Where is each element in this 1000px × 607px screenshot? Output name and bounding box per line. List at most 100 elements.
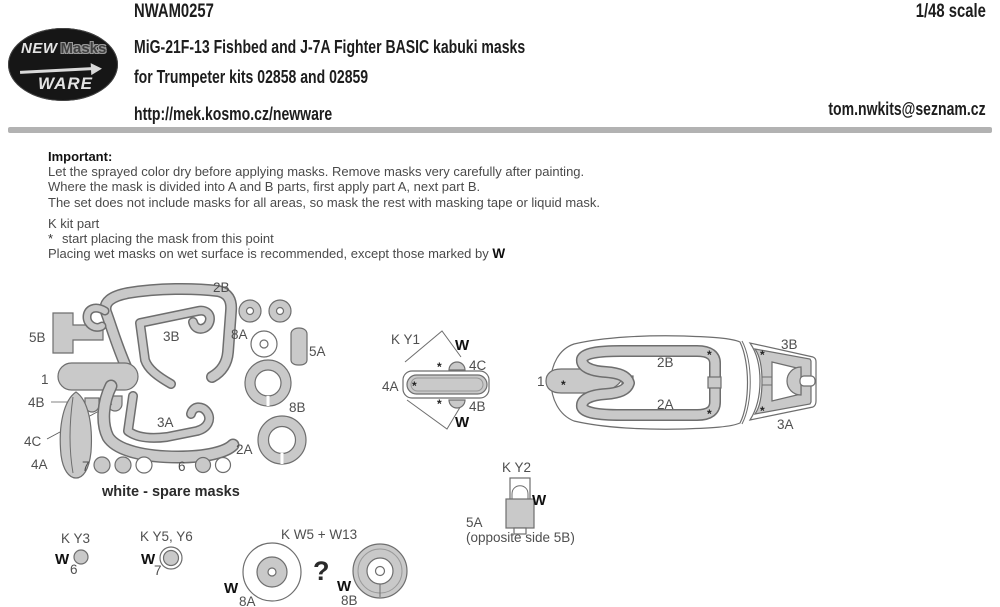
start-point-asterisk: *: [437, 360, 442, 374]
asterisk-symbol: *: [48, 231, 54, 247]
ky5-y6-diagram: K Y5, Y6 W 7: [140, 529, 193, 578]
instruction-line: Where the mask is divided into A and B p…: [48, 179, 481, 195]
ky1-title: K Y1: [391, 332, 420, 347]
instruction-line-text: start placing the mask from this point: [62, 231, 274, 247]
spare-masks-caption: white - spare masks: [101, 484, 240, 500]
mask-1-shape: [57, 362, 139, 391]
mask-7-dot: [93, 456, 111, 474]
label-7: 7: [82, 459, 90, 474]
instructions-block: Important: Let the sprayed color dry bef…: [48, 149, 708, 261]
label-4c: 4C: [24, 434, 42, 449]
wet-symbol: W: [337, 578, 352, 595]
windscreen-outline: [404, 330, 462, 363]
wet-symbol: W: [455, 337, 470, 354]
label-2a: 2A: [236, 442, 253, 457]
label-5b: 5B: [29, 330, 46, 345]
label-4b: 4B: [469, 399, 486, 414]
ky2-diagram: K Y2 W 5A (opposite side 5B): [466, 460, 575, 545]
instruction-line: Let the sprayed color dry before applyin…: [48, 164, 585, 180]
mask-6-placed: [73, 549, 89, 565]
wet-symbol: W: [455, 414, 470, 431]
ky3-title: K Y3: [61, 531, 90, 546]
website-url: http://mek.kosmo.cz/newware: [134, 104, 333, 124]
logo-word-ware: WARE: [38, 74, 93, 93]
label-1: 1: [41, 372, 49, 387]
label-8b: 8B: [341, 593, 358, 607]
label-4c: 4C: [469, 358, 487, 373]
label-1: 1: [537, 374, 545, 389]
title-line-2: for Trumpeter kits 02858 and 02859: [134, 67, 369, 87]
label-7: 7: [154, 563, 162, 578]
label-3a: 3A: [777, 417, 794, 432]
label-3b: 3B: [781, 337, 798, 352]
instructions-heading: Important:: [48, 149, 113, 164]
mask-5a-placed: [505, 498, 535, 529]
product-code: NWAM0257: [134, 1, 214, 22]
wet-mask-symbol: W: [492, 246, 506, 262]
canopy-outline: [550, 335, 749, 430]
contact-email: tom.nwkits@seznam.cz: [828, 99, 986, 119]
mask-4a-placed: [406, 374, 488, 395]
divider: [8, 127, 992, 133]
label-4a: 4A: [382, 379, 399, 394]
wet-symbol: W: [224, 580, 239, 597]
start-point-asterisk: *: [760, 348, 765, 362]
label-3b: 3B: [163, 329, 180, 344]
start-point-asterisk: *: [760, 404, 765, 418]
ky2-title: K Y2: [502, 460, 531, 475]
wet-symbol: W: [55, 551, 70, 568]
instruction-line: K kit part: [48, 215, 100, 231]
wet-symbol: W: [141, 551, 156, 568]
spare-6-dot: [214, 456, 232, 474]
label-8b: 8B: [289, 400, 306, 415]
mask-5b-shape: [52, 312, 104, 354]
label-8a: 8A: [239, 594, 256, 607]
label-5a: 5A: [466, 515, 483, 530]
label-2b: 2B: [213, 280, 230, 295]
logo-word-masks: Masks: [60, 40, 107, 57]
label-3a: 3A: [157, 415, 174, 430]
instruction-line: The set does not include masks for all a…: [48, 194, 601, 210]
label-4a: 4A: [31, 457, 48, 472]
start-point-asterisk: *: [412, 379, 417, 393]
label-4b: 4B: [28, 395, 45, 410]
label-2b: 2B: [657, 355, 674, 370]
start-point-asterisk: *: [561, 378, 566, 392]
mask-5a-shape: [290, 327, 308, 366]
mask-4b-placed: [448, 399, 466, 409]
mask-7-dot: [114, 456, 132, 474]
instruction-line: Placing wet masks on wet surface is reco…: [48, 246, 708, 261]
mask-4a-shape: [59, 391, 93, 479]
label-2a: 2A: [657, 397, 674, 412]
opposite-side-note: (opposite side 5B): [466, 530, 575, 545]
question-mark: ?: [313, 556, 330, 586]
label-6: 6: [70, 562, 78, 577]
mask-6-dot: [194, 456, 212, 474]
instruction-line: * start placing the mask from this point: [48, 231, 708, 246]
scale-label: 1/48 scale: [915, 1, 986, 22]
canopy-top-view-diagram: 1 2B 2A 3B 3A * * * * *: [537, 335, 817, 432]
ky3-diagram: K Y3 W 6: [55, 531, 90, 577]
label-5a: 5A: [309, 344, 326, 359]
wheels-diagram: K W5 + W13 W 8A ? W 8B: [224, 527, 408, 607]
start-point-asterisk: *: [707, 348, 712, 362]
label-6: 6: [178, 459, 186, 474]
canopy-rear-arc: [741, 340, 751, 425]
logo-word-new: NEW: [21, 40, 58, 57]
ky5-y6-title: K Y5, Y6: [140, 529, 193, 544]
mask-7-placed: [162, 549, 180, 567]
instruction-line-text: Placing wet masks on wet surface is reco…: [48, 246, 489, 262]
start-point-asterisk: *: [707, 407, 712, 421]
mask-sheet-diagram: 2B 8A 5A 5B 3B 1 4B 8B 3A 4C 4A 2A 7 6 w…: [24, 280, 326, 500]
spare-7-dot: [135, 456, 153, 474]
mask-4c-placed: [448, 361, 466, 371]
wet-symbol: W: [532, 492, 547, 509]
ky1-windscreen-diagram: K Y1 W 4C 4A 4B W * * *: [382, 330, 490, 431]
wheels-title: K W5 + W13: [281, 527, 357, 542]
title-line-1: MiG-21F-13 Fishbed and J-7A Fighter BASI…: [134, 37, 526, 57]
label-8a: 8A: [231, 327, 248, 342]
